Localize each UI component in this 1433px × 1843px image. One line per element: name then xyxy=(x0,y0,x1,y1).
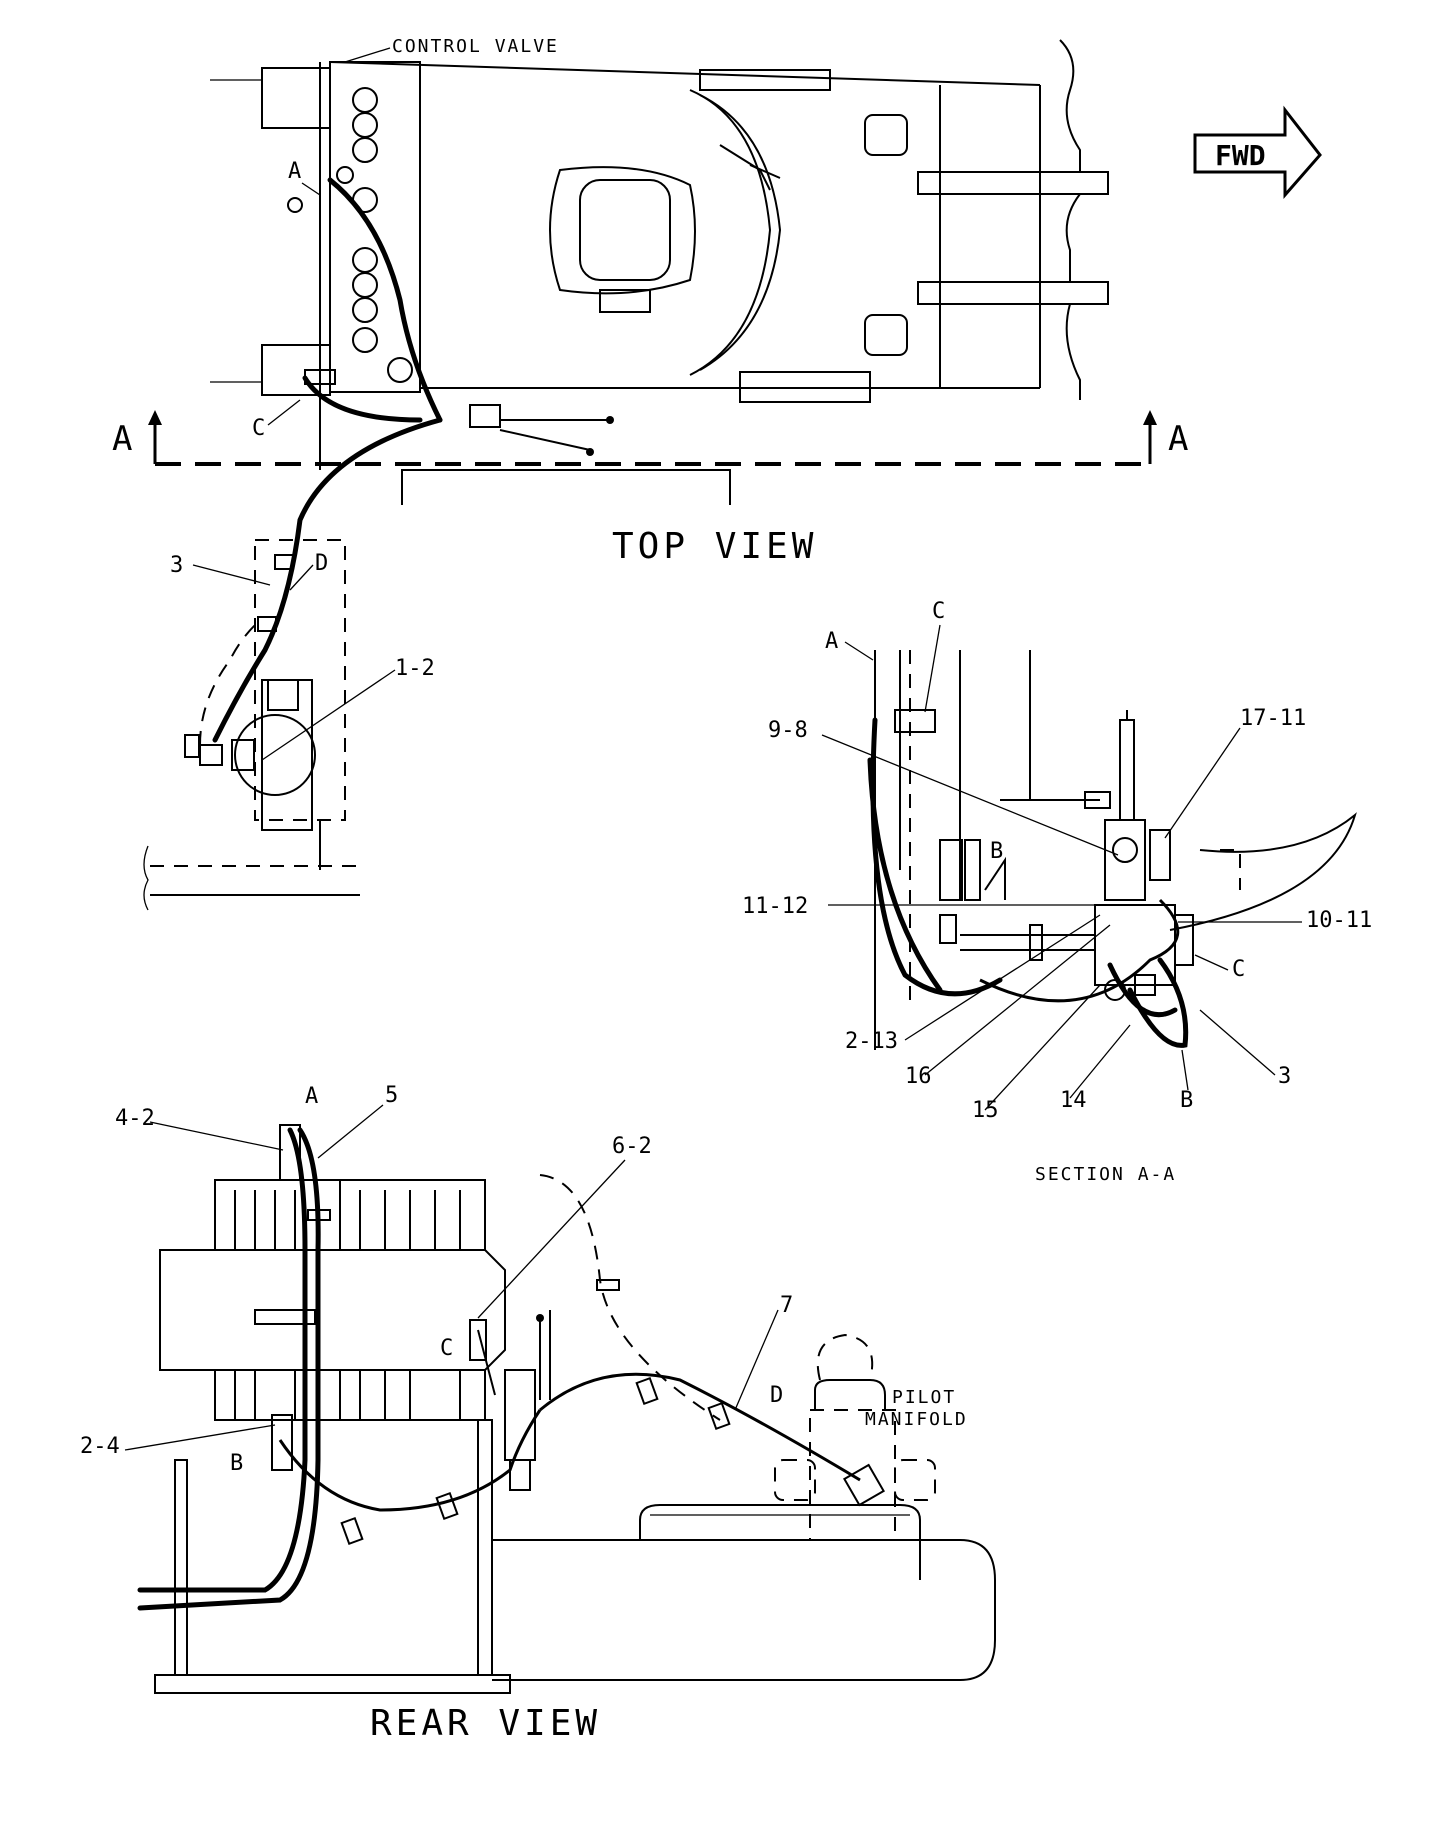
frame-crossmember-upper xyxy=(917,171,1109,195)
top-hose-3 xyxy=(212,417,443,743)
rear-hose-b xyxy=(278,1409,542,1512)
callout-rear-a: A xyxy=(305,1084,318,1109)
rear-fitting-2-4 xyxy=(271,1414,293,1471)
callout-sec-3: 3 xyxy=(1278,1064,1291,1089)
rear-fitting-4-2 xyxy=(279,1124,301,1181)
control-valve-block xyxy=(329,61,421,393)
section-valve-stem xyxy=(1119,719,1135,821)
callout-top-3: 3 xyxy=(170,553,183,578)
callout-sec-a: A xyxy=(825,629,838,654)
callout-sec-16: 16 xyxy=(905,1064,932,1089)
section-a-a-title: SECTION A-A xyxy=(1035,1164,1176,1185)
section-valve-body xyxy=(1104,819,1146,901)
callout-rear-c: C xyxy=(440,1336,453,1361)
control-valve-label: CONTROL VALVE xyxy=(392,36,559,57)
frame-crossmember-lower xyxy=(917,281,1109,305)
section-a-a-drawing xyxy=(867,650,1357,1050)
rear-view-title: REAR VIEW xyxy=(370,1703,601,1744)
callout-sec-c-right: C xyxy=(1232,957,1245,982)
callout-sec-14: 14 xyxy=(1060,1088,1087,1113)
section-a-left-label: A xyxy=(112,419,132,459)
top-hose-a xyxy=(327,177,443,423)
rear-hose-dashed xyxy=(539,1174,721,1421)
callout-sec-9-8: 9-8 xyxy=(768,718,808,743)
callout-rear-d: D xyxy=(770,1383,783,1408)
callout-rear-7: 7 xyxy=(780,1293,793,1318)
callout-sec-c-top: C xyxy=(932,599,945,624)
rear-fitting-d xyxy=(843,1463,885,1507)
callout-top-c: C xyxy=(252,416,265,441)
top-view-title: TOP VIEW xyxy=(612,526,817,567)
callout-rear-b: B xyxy=(230,1451,243,1476)
top-solenoid-valve xyxy=(469,404,501,428)
rear-hose-d xyxy=(539,1372,861,1482)
section-a-right-label: A xyxy=(1168,419,1188,459)
callout-sec-11-12: 11-12 xyxy=(742,894,808,919)
section-hose-b xyxy=(1127,957,1189,1048)
pilot-label: PILOT xyxy=(892,1387,956,1408)
callout-rear-4-2: 4-2 xyxy=(115,1106,155,1131)
callout-sec-10-11: 10-11 xyxy=(1306,908,1372,933)
fwd-arrow-icon: FWD xyxy=(1193,105,1322,199)
callout-sec-17-11: 17-11 xyxy=(1240,706,1306,731)
rear-hose-a xyxy=(137,1127,321,1611)
swing-bearing xyxy=(549,166,696,295)
section-fitting-c xyxy=(894,709,936,733)
frame-top-rail xyxy=(329,61,1041,86)
top-hose-c xyxy=(302,375,423,423)
callout-sec-15: 15 xyxy=(972,1098,999,1123)
callout-rear-6-2: 6-2 xyxy=(612,1134,652,1159)
callout-sec-2-13: 2-13 xyxy=(845,1029,898,1054)
manifold-label: MANIFOLD xyxy=(865,1409,968,1430)
top-view-drawing xyxy=(143,39,1157,911)
callout-rear-2-4: 2-4 xyxy=(80,1434,120,1459)
callout-sec-b-bot: B xyxy=(1180,1088,1193,1113)
callout-rear-5: 5 xyxy=(385,1083,398,1108)
fwd-label: FWD xyxy=(1215,139,1266,172)
callout-sec-b-mid: B xyxy=(990,839,1003,864)
callout-top-d: D xyxy=(315,551,328,576)
callout-top-a: A xyxy=(288,159,301,184)
callout-top-1-2: 1-2 xyxy=(395,656,435,681)
rear-view-drawing xyxy=(137,1124,996,1694)
rear-fitting-6-2 xyxy=(469,1319,487,1361)
rear-valve-bank xyxy=(159,1179,506,1421)
